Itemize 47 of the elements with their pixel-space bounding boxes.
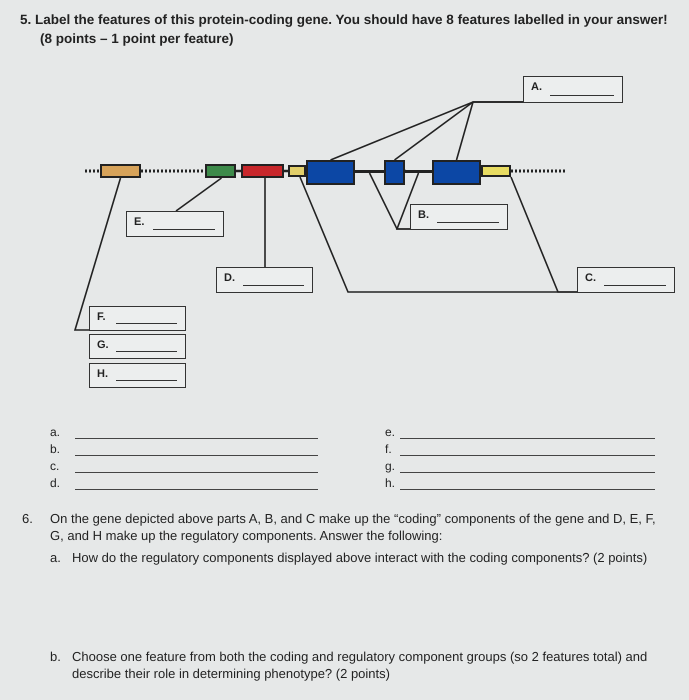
gene-segment bbox=[306, 160, 355, 185]
item-letter: c. bbox=[50, 458, 60, 475]
box-letter: H. bbox=[97, 368, 108, 380]
item-number: a. bbox=[50, 549, 61, 566]
box-letter: A. bbox=[531, 81, 542, 93]
item-letter: a. bbox=[50, 424, 60, 441]
question-text: Choose one feature from both the coding and regulatory component groups (so 2 features total) and describe their role in determining phenotype? (2 points) bbox=[72, 648, 648, 682]
leader-line bbox=[176, 177, 222, 212]
leader-line bbox=[456, 101, 523, 160]
answer-box bbox=[89, 306, 186, 331]
leader-line bbox=[510, 176, 577, 293]
gene-segment bbox=[384, 160, 405, 185]
answer-box bbox=[89, 363, 186, 388]
leader-line bbox=[74, 178, 122, 331]
item-number: b. bbox=[50, 648, 61, 665]
gene-segment bbox=[100, 164, 141, 178]
item-number: 6. bbox=[22, 510, 33, 527]
gene-segment bbox=[205, 164, 236, 178]
gene-segment bbox=[288, 165, 306, 177]
question-text: 5. Label the features of this protein-coding gene. You should have 8 features labelled in your answer! (8 points – 1 point per feature) bbox=[20, 11, 669, 48]
item-letter: f. bbox=[385, 441, 392, 458]
answer-box bbox=[126, 211, 224, 237]
item-letter: e. bbox=[385, 424, 396, 441]
item-letter: b. bbox=[50, 441, 60, 458]
item-letter: g. bbox=[385, 458, 396, 475]
question-text: On the gene depicted above parts A, B, and C make up the “coding” components of the gene and D, E, F, G, and H make up the regulatory components. Answer the following: bbox=[50, 510, 657, 544]
box-letter: C. bbox=[585, 272, 596, 284]
answer-box bbox=[410, 204, 508, 230]
question-text: How do the regulatory components displayed above interact with the coding components? (2 points) bbox=[72, 549, 648, 566]
gene-segment bbox=[432, 160, 481, 185]
box-letter: D. bbox=[224, 272, 235, 284]
gene-segment bbox=[241, 164, 284, 178]
leader-line bbox=[396, 172, 420, 230]
answer-box bbox=[216, 267, 313, 293]
gene-segment bbox=[481, 165, 511, 177]
answer-box bbox=[89, 334, 186, 359]
item-letter: h. bbox=[385, 475, 396, 492]
item-letter: d. bbox=[50, 475, 60, 492]
box-letter: F. bbox=[97, 311, 106, 323]
box-letter: E. bbox=[134, 216, 144, 228]
intron-line bbox=[355, 170, 384, 173]
leader-line bbox=[264, 178, 266, 267]
box-letter: B. bbox=[418, 209, 429, 221]
box-letter: G. bbox=[97, 339, 109, 351]
answer-box bbox=[577, 267, 675, 293]
answer-box bbox=[523, 76, 623, 103]
intron-line bbox=[405, 170, 432, 173]
